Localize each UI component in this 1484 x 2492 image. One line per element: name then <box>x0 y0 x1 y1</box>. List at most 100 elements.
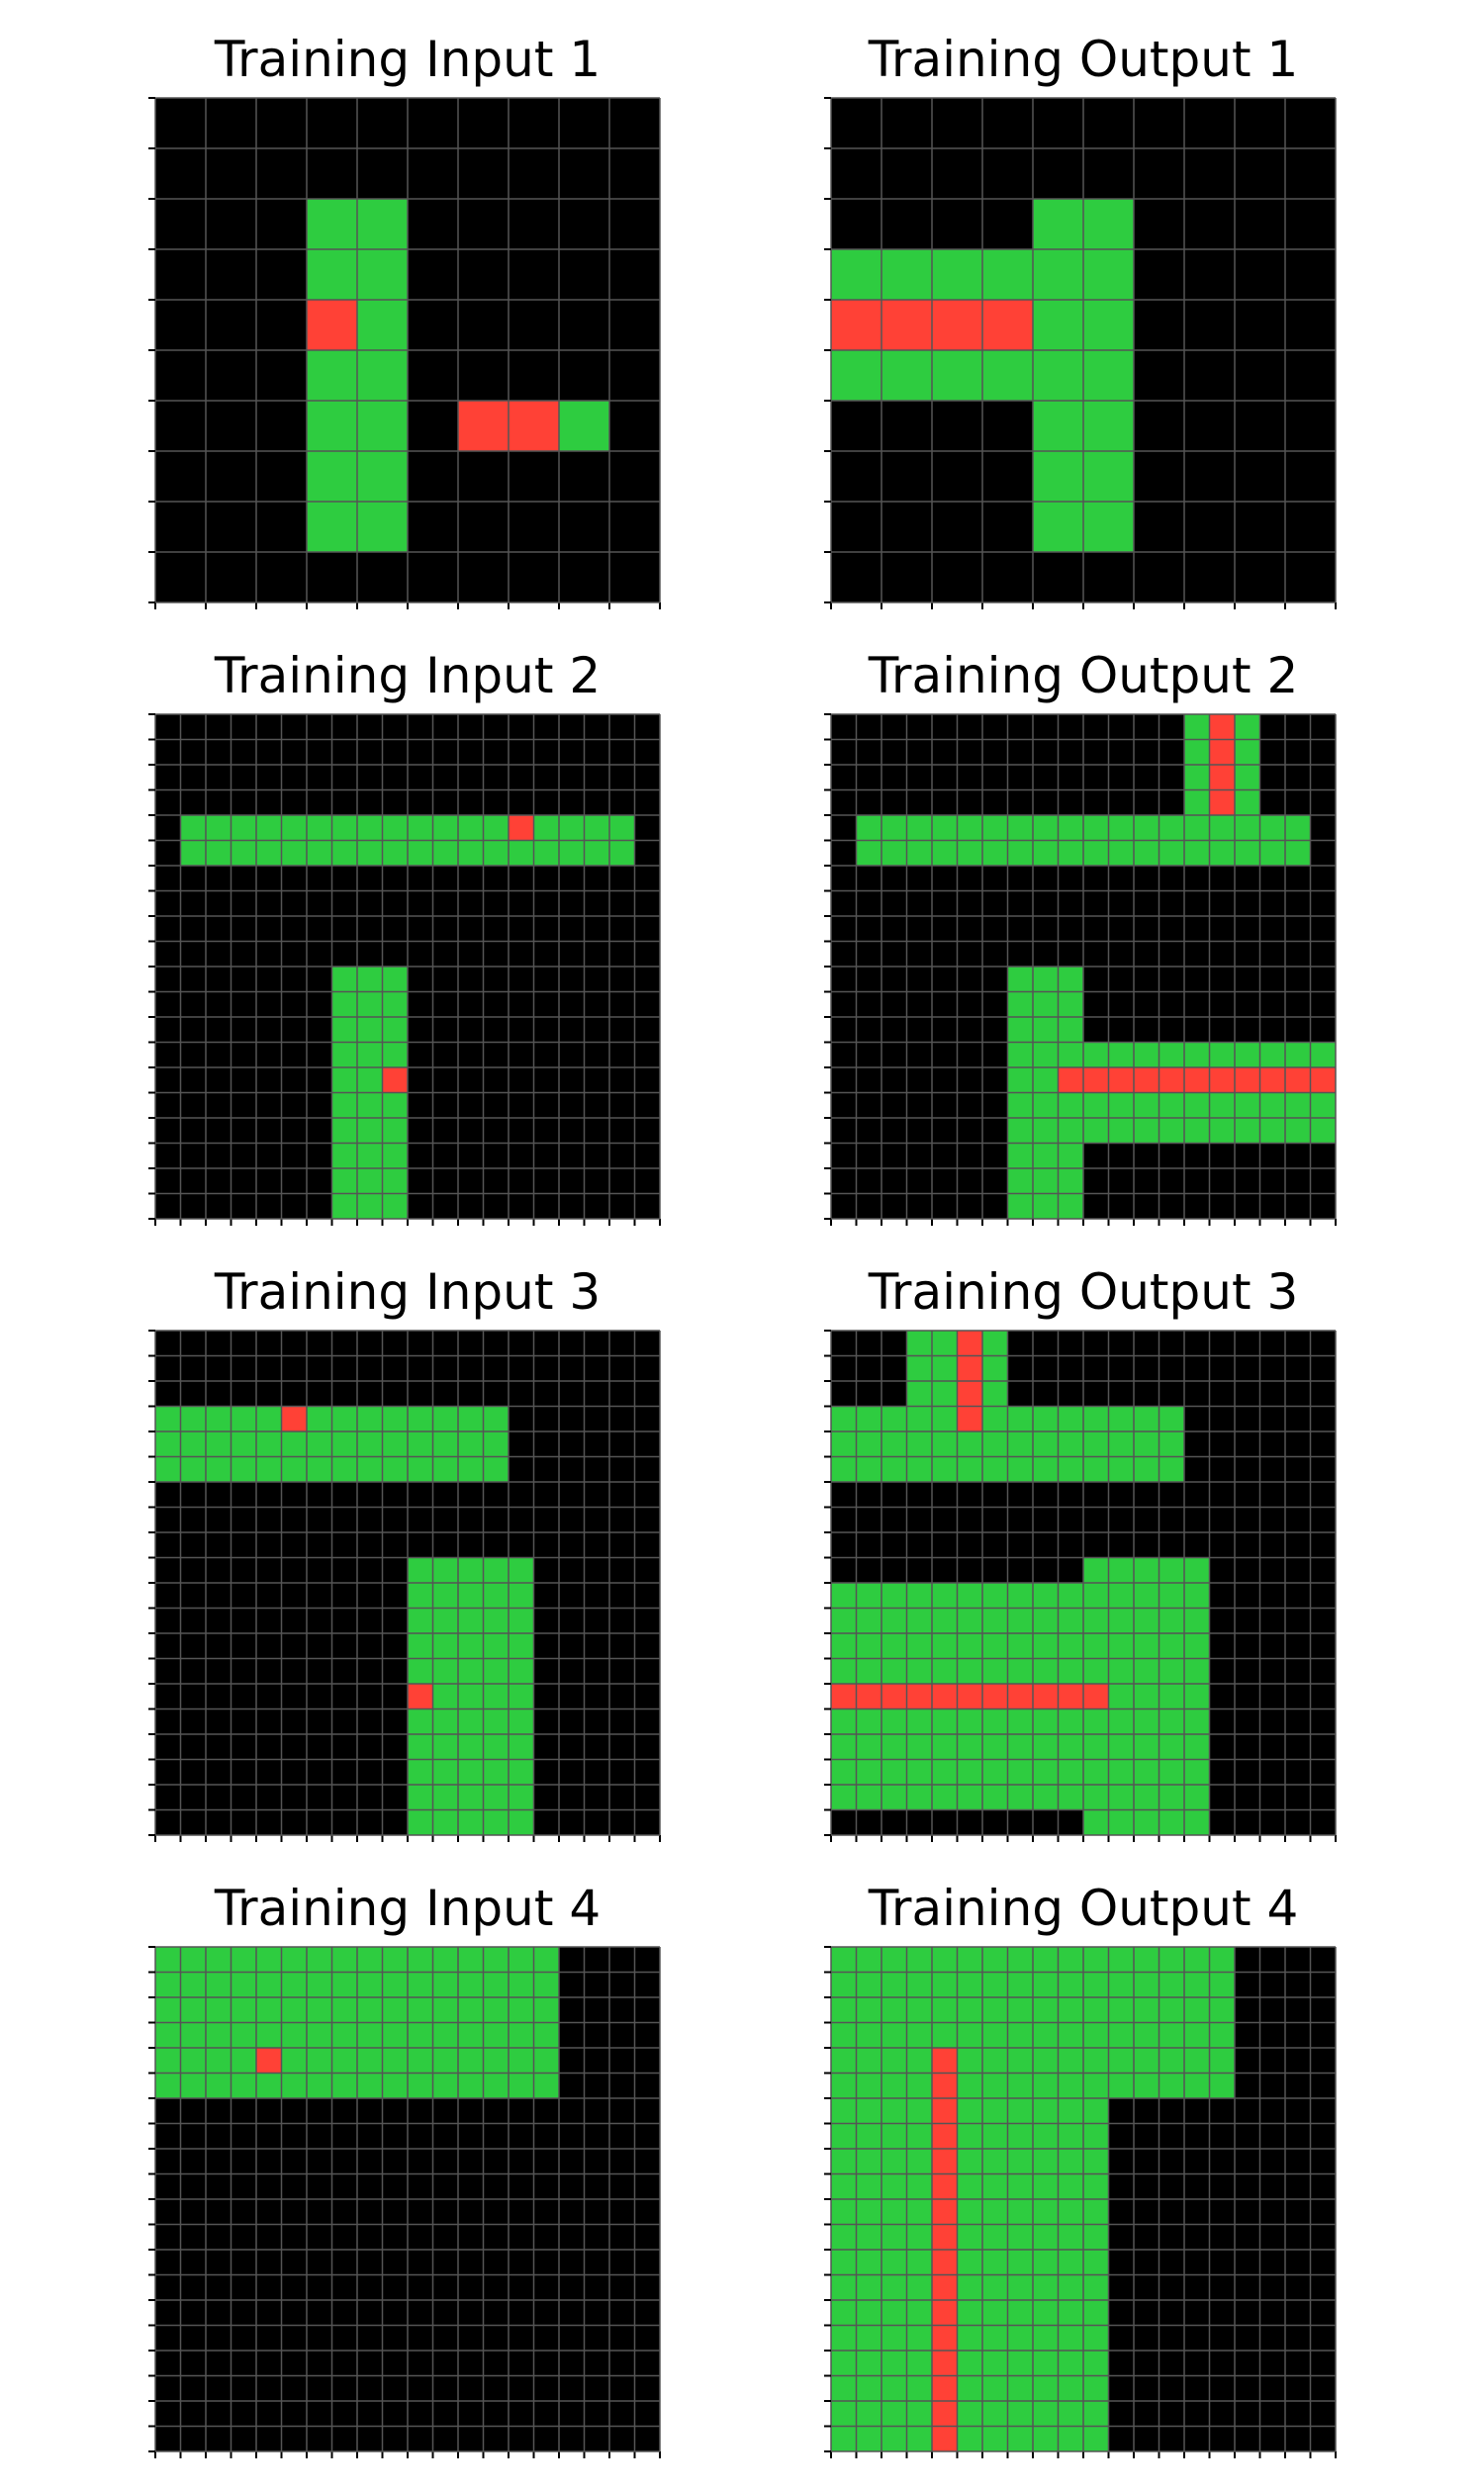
green-cell <box>307 1406 332 1432</box>
black-cell <box>881 866 907 891</box>
green-cell <box>382 1118 409 1144</box>
black-cell <box>982 890 1008 917</box>
black-cell <box>1310 1017 1337 1043</box>
green-cell <box>533 1972 560 1998</box>
black-cell <box>932 1557 958 1584</box>
black-cell <box>357 1482 383 1508</box>
black-cell <box>483 739 510 766</box>
black-cell <box>307 1759 332 1786</box>
black-cell <box>1184 2173 1210 2200</box>
green-cell <box>559 401 610 452</box>
black-cell <box>509 98 560 149</box>
black-cell <box>1033 1482 1059 1508</box>
black-cell <box>584 2351 610 2376</box>
black-cell <box>559 199 610 250</box>
black-cell <box>584 1507 610 1533</box>
black-cell <box>533 1406 560 1432</box>
green-cell <box>1007 2048 1034 2074</box>
black-cell <box>231 1381 257 1407</box>
black-cell <box>206 1355 232 1382</box>
black-cell <box>331 2426 358 2452</box>
green-cell <box>1007 1608 1034 1634</box>
black-cell <box>957 765 983 790</box>
black-cell <box>382 2325 409 2352</box>
black-cell <box>180 2426 207 2452</box>
black-cell <box>408 199 459 250</box>
green-cell <box>483 1785 510 1810</box>
green-cell <box>1134 815 1159 841</box>
green-cell <box>856 1583 882 1609</box>
black-cell <box>1159 2250 1185 2275</box>
black-cell <box>1058 866 1084 891</box>
black-cell <box>432 2426 459 2452</box>
green-cell <box>856 1947 882 1973</box>
green-cell <box>982 2073 1008 2099</box>
green-cell <box>1033 1972 1059 1998</box>
green-cell <box>509 1759 534 1786</box>
green-cell <box>1134 1684 1159 1709</box>
black-cell <box>1235 1658 1260 1685</box>
green-cell <box>1209 815 1236 841</box>
black-cell <box>634 714 661 740</box>
black-cell <box>180 2300 207 2326</box>
black-cell <box>256 941 282 968</box>
green-cell <box>1033 2173 1059 2200</box>
green-cell <box>1083 2123 1109 2150</box>
green-cell <box>1259 1092 1286 1119</box>
black-cell <box>1159 1482 1185 1508</box>
green-cell <box>831 1431 857 1457</box>
black-cell <box>1108 2274 1135 2301</box>
black-cell <box>155 1042 181 1068</box>
red-cell <box>1209 1067 1236 1093</box>
green-cell <box>982 2149 1008 2174</box>
black-cell <box>1235 199 1286 250</box>
black-cell <box>1159 1532 1185 1558</box>
black-cell <box>206 2375 232 2402</box>
black-cell <box>1184 1193 1210 1220</box>
black-cell <box>1285 1608 1311 1634</box>
black-cell <box>256 2325 282 2352</box>
black-cell <box>1235 1708 1260 1735</box>
black-cell <box>307 1017 332 1043</box>
green-cell <box>982 2274 1008 2301</box>
green-cell <box>881 350 933 402</box>
green-cell <box>932 815 958 841</box>
black-cell <box>382 2375 409 2402</box>
black-cell <box>1159 2426 1185 2452</box>
black-cell <box>1285 2325 1311 2352</box>
black-cell <box>1259 739 1286 766</box>
black-cell <box>1108 1532 1135 1558</box>
green-cell <box>1058 2149 1084 2174</box>
black-cell <box>533 991 560 1018</box>
red-cell <box>932 2401 958 2427</box>
black-cell <box>1285 199 1337 250</box>
green-cell <box>982 1583 1008 1609</box>
red-cell <box>281 1406 308 1432</box>
black-cell <box>634 1785 661 1810</box>
black-cell <box>1259 2022 1286 2049</box>
green-cell <box>1083 1042 1109 1068</box>
green-cell <box>881 2274 907 2301</box>
black-cell <box>609 2098 635 2124</box>
black-cell <box>584 1193 610 1220</box>
green-cell <box>408 1785 433 1810</box>
black-cell <box>206 1118 232 1144</box>
black-cell <box>432 2250 459 2275</box>
black-cell <box>1310 1355 1337 1382</box>
black-cell <box>1033 98 1084 149</box>
green-cell <box>180 2022 207 2049</box>
black-cell <box>281 1067 308 1093</box>
red-cell <box>932 2149 958 2174</box>
black-cell <box>831 1507 857 1533</box>
green-cell <box>382 2022 409 2049</box>
green-cell <box>881 1658 907 1685</box>
black-cell <box>634 1482 661 1508</box>
green-cell <box>1108 1947 1135 1973</box>
green-cell <box>881 2250 907 2275</box>
black-cell <box>1108 2426 1135 2452</box>
green-cell <box>1033 840 1059 867</box>
black-cell <box>281 941 308 968</box>
black-cell <box>331 916 358 942</box>
black-cell <box>1285 1583 1311 1609</box>
black-cell <box>881 1809 907 1836</box>
